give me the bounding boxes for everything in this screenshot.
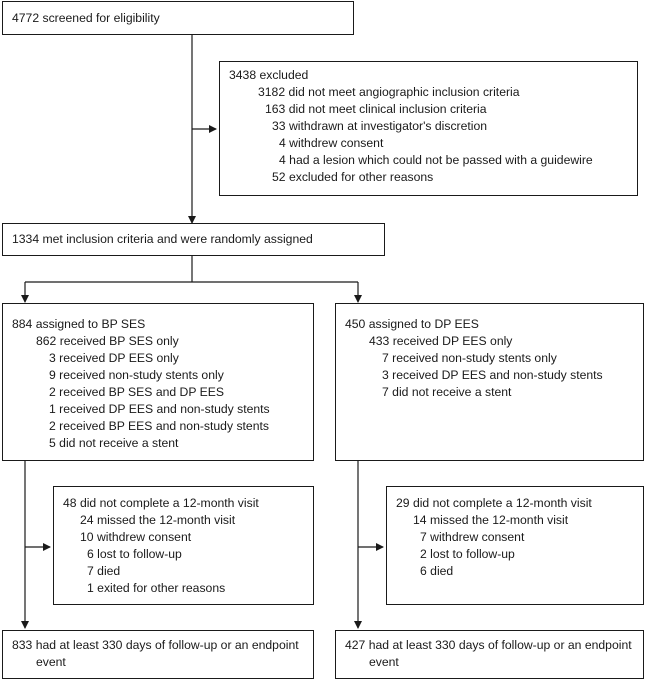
dp-followup-loss-item: 6 died bbox=[420, 564, 454, 578]
bp-followup-loss-item: 1 exited for other reasons bbox=[87, 581, 226, 595]
dp-followup-loss-box: 29 did not complete a 12-month visit 14 … bbox=[386, 486, 644, 605]
bp-followup-loss-sub: 24 missed the 12-month visit bbox=[80, 513, 236, 527]
screened-box: 4772 screened for eligibility bbox=[2, 1, 354, 35]
dp-outcome-line2: event bbox=[369, 655, 399, 669]
excluded-item: 163 did not meet clinical inclusion crit… bbox=[265, 102, 487, 116]
excluded-header: 3438 excluded bbox=[229, 68, 309, 82]
bp-ses-sub: 862 received BP SES only bbox=[36, 334, 179, 348]
bp-followup-loss-box: 48 did not complete a 12-month visit 24 … bbox=[53, 486, 314, 605]
dp-followup-loss-header: 29 did not complete a 12-month visit bbox=[396, 496, 592, 510]
bp-ses-item: 1 received DP EES and non-study stents bbox=[49, 402, 270, 416]
dp-ees-header: 450 assigned to DP EES bbox=[345, 317, 479, 331]
excluded-item: 33 withdrawn at investigator's discretio… bbox=[272, 119, 488, 133]
bp-outcome-line1: 833 had at least 330 days of follow-up o… bbox=[12, 638, 299, 652]
bp-ses-header: 884 assigned to BP SES bbox=[12, 317, 146, 331]
bp-followup-loss-item: 7 died bbox=[87, 564, 121, 578]
excluded-item: 3182 did not meet angiographic inclusion… bbox=[258, 85, 520, 99]
dp-ees-item: 7 received non-study stents only bbox=[382, 351, 557, 365]
bp-outcome-line2: event bbox=[36, 655, 66, 669]
bp-followup-loss-item: 10 withdrew consent bbox=[80, 530, 192, 544]
dp-followup-loss-item: 2 lost to follow-up bbox=[420, 547, 515, 561]
dp-ees-item: 7 did not receive a stent bbox=[382, 385, 512, 399]
dp-ees-sub: 433 received DP EES only bbox=[369, 334, 513, 348]
bp-ses-box: 884 assigned to BP SES 862 received BP S… bbox=[2, 303, 314, 461]
excluded-item: 52 excluded for other reasons bbox=[272, 170, 434, 184]
bp-followup-loss-header: 48 did not complete a 12-month visit bbox=[63, 496, 259, 510]
screened-text: 4772 screened for eligibility bbox=[12, 11, 160, 25]
bp-ses-item: 2 received BP EES and non-study stents bbox=[49, 419, 269, 433]
excluded-box: 3438 excluded 3182 did not meet angiogra… bbox=[219, 61, 638, 196]
dp-ees-item: 3 received DP EES and non-study stents bbox=[382, 368, 603, 382]
dp-ees-box: 450 assigned to DP EES 433 received DP E… bbox=[335, 303, 644, 461]
bp-outcome-box: 833 had at least 330 days of follow-up o… bbox=[2, 630, 314, 679]
randomised-box: 1334 met inclusion criteria and were ran… bbox=[2, 223, 385, 256]
randomised-text: 1334 met inclusion criteria and were ran… bbox=[12, 232, 313, 246]
dp-followup-loss-sub: 14 missed the 12-month visit bbox=[413, 513, 569, 527]
excluded-item: 4 had a lesion which could not be passed… bbox=[279, 153, 593, 167]
excluded-item: 4 withdrew consent bbox=[279, 136, 384, 150]
bp-ses-item: 9 received non-study stents only bbox=[49, 368, 224, 382]
dp-followup-loss-item: 7 withdrew consent bbox=[420, 530, 525, 544]
bp-ses-item: 2 received BP SES and DP EES bbox=[49, 385, 225, 399]
dp-outcome-line1: 427 had at least 330 days of follow-up o… bbox=[345, 638, 632, 652]
bp-ses-item: 5 did not receive a stent bbox=[49, 436, 179, 450]
dp-outcome-box: 427 had at least 330 days of follow-up o… bbox=[335, 630, 644, 679]
bp-ses-item: 3 received DP EES only bbox=[49, 351, 179, 365]
bp-followup-loss-item: 6 lost to follow-up bbox=[87, 547, 182, 561]
